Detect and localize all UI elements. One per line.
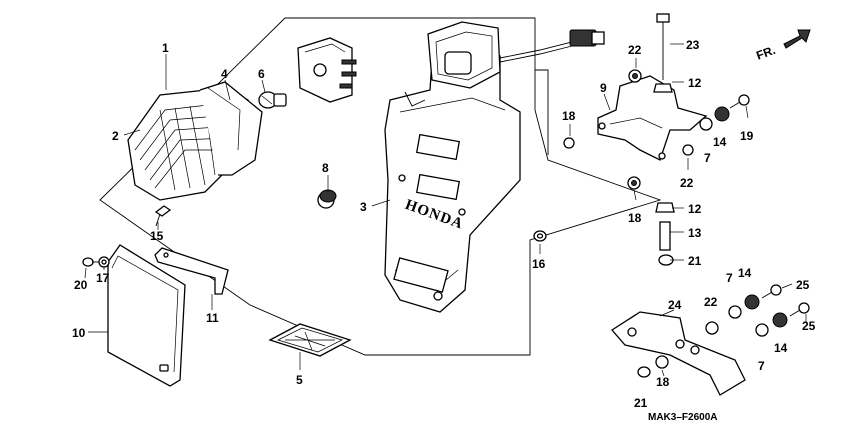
callout-6: 6 <box>258 67 265 81</box>
washer-7a <box>699 117 713 131</box>
license-bracket <box>384 49 521 313</box>
callout-18c: 18 <box>656 375 670 389</box>
collar-22b <box>682 144 694 156</box>
grommet-14b <box>744 294 760 310</box>
nut-12b <box>655 202 675 213</box>
wire-harness <box>404 21 605 107</box>
grommet-14a <box>714 106 730 122</box>
bulb <box>258 91 287 109</box>
bolt-25b <box>789 302 810 317</box>
callout-12a: 12 <box>688 76 702 90</box>
callout-17: 17 <box>96 271 110 285</box>
mudflap <box>107 244 186 387</box>
collar-18b <box>627 176 641 190</box>
nut-16 <box>533 230 547 242</box>
callout-22a: 22 <box>628 43 642 57</box>
callout-7c: 7 <box>758 359 765 373</box>
bolt-19 <box>729 94 750 109</box>
callout-14b: 14 <box>738 266 752 280</box>
callout-2: 2 <box>112 129 119 143</box>
callout-9: 9 <box>600 81 607 95</box>
nut-21b <box>637 366 651 378</box>
collar-22a <box>628 69 642 83</box>
callout-11: 11 <box>206 311 219 325</box>
callout-4: 4 <box>221 67 228 81</box>
callout-7b: 7 <box>726 271 733 285</box>
callout-18b: 18 <box>628 211 642 225</box>
tail-light-lens <box>127 81 263 201</box>
washer-7c <box>755 323 769 337</box>
callout-21a: 21 <box>688 254 702 268</box>
callout-14a: 14 <box>713 135 727 149</box>
callout-22b: 22 <box>680 176 694 190</box>
collar-18a <box>563 137 575 149</box>
callout-19: 19 <box>740 129 754 143</box>
front-direction-arrow-icon <box>783 29 811 49</box>
callout-23: 23 <box>686 38 700 52</box>
callout-3: 3 <box>360 200 367 214</box>
callout-25a: 25 <box>796 278 810 292</box>
callout-16: 16 <box>532 257 546 271</box>
washer-17 <box>98 256 110 268</box>
callout-24: 24 <box>668 298 682 312</box>
collar-22c <box>705 321 719 335</box>
callout-10: 10 <box>72 326 86 340</box>
collar-18c <box>655 355 669 369</box>
bulb-socket <box>297 37 357 103</box>
callout-20: 20 <box>74 278 88 292</box>
leader-lines <box>84 43 807 377</box>
callout-21b: 21 <box>634 396 648 410</box>
callout-22c: 22 <box>704 295 718 309</box>
screw-15 <box>154 205 172 227</box>
grommet <box>317 189 337 209</box>
bracket-9 <box>597 75 708 161</box>
callout-18a: 18 <box>562 109 576 123</box>
bolt-25a <box>761 284 782 299</box>
callout-25b: 25 <box>802 319 816 333</box>
callout-1: 1 <box>162 41 169 55</box>
callout-12b: 12 <box>688 202 702 216</box>
callout-14c: 14 <box>774 341 788 355</box>
callout-13: 13 <box>688 226 702 240</box>
assembly-frame-inner <box>535 69 549 155</box>
mudflap-bracket <box>154 247 229 295</box>
diagram-code: MAK3–F2600A <box>648 412 717 423</box>
grommet-14c <box>772 312 788 328</box>
callout-5: 5 <box>296 373 303 387</box>
bracket-24 <box>611 311 746 396</box>
callout-7a: 7 <box>704 151 711 165</box>
callout-15: 15 <box>150 229 164 243</box>
callout-8: 8 <box>322 161 329 175</box>
collar-13 <box>659 221 671 251</box>
washer-7b <box>728 305 742 319</box>
front-direction-label: FR. <box>754 43 777 63</box>
nut-12a <box>653 83 673 93</box>
reflector <box>268 323 352 357</box>
bolt-23 <box>656 13 670 80</box>
